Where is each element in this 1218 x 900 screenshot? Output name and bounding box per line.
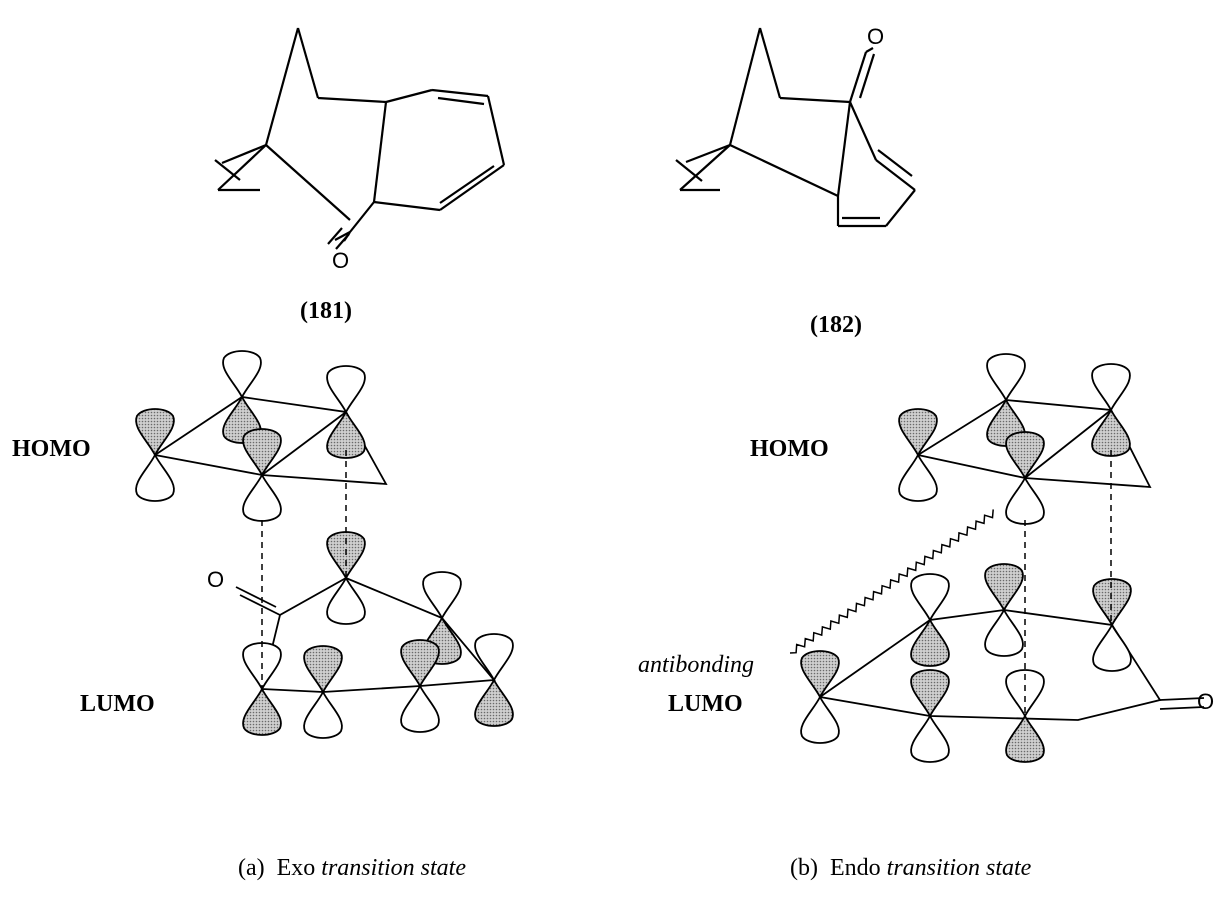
endo-lumo-c2-up-lobe <box>910 573 950 622</box>
exo-lumo-c3-up-lobe <box>474 633 514 682</box>
endo-lumo-c8-down-lobe <box>910 714 950 763</box>
exo-lumo-c7-down-lobe <box>303 690 343 739</box>
endo-caption: (b) Endo transition state <box>790 856 1031 880</box>
endo-lumo-c3-down-lobe <box>984 608 1024 657</box>
exo-homo-c4-up-lobe <box>326 365 366 414</box>
endo-overlap-lines <box>1024 450 1112 716</box>
exo-lumo-c6-down-lobe <box>400 684 440 733</box>
exo-homo-c3-up-lobe <box>242 428 282 477</box>
endo-lumo-c1-down-lobe <box>800 695 840 744</box>
exo-lumo-c2-up-lobe <box>422 571 462 620</box>
endo-orbital-lobes <box>800 353 1132 763</box>
endo-homo-c4-down-lobe <box>1091 408 1131 457</box>
exo-homo-c1-down-lobe <box>135 453 175 502</box>
endo-homo-frame <box>917 399 1152 489</box>
exo-homo-c2-up-lobe <box>222 350 262 399</box>
endo-caption-suffix: transition state <box>886 855 1032 881</box>
exo-lumo-c1-down-lobe <box>326 576 366 625</box>
exo-lumo-c7-up-lobe <box>303 645 343 694</box>
exo-lumo-frame <box>235 577 496 693</box>
compound-182-label: (182) <box>810 312 862 338</box>
exo-homo-frame <box>154 396 388 486</box>
endo-homo-c3-down-lobe <box>1005 476 1045 525</box>
exo-caption-suffix: transition state <box>321 855 466 881</box>
exo-lumo-c6-up-lobe <box>400 639 440 688</box>
exo-lumo-c3-down-lobe <box>474 678 514 727</box>
endo-oxygen: O <box>1197 689 1215 714</box>
endo-homo-c1-down-lobe <box>898 453 938 502</box>
endo-lumo-c3-up-lobe <box>984 563 1024 612</box>
exo-caption: (a) Exo transition state <box>238 856 466 880</box>
exo-lumo-label: LUMO <box>80 691 155 717</box>
antibonding-label: antibonding <box>638 652 755 678</box>
endo-homo-c4-up-lobe <box>1091 363 1131 412</box>
endo-lumo-c4-up-lobe <box>1092 578 1132 627</box>
endo-lumo-c7-down-lobe <box>1005 714 1045 763</box>
endo-homo-c1-up-lobe <box>898 408 938 457</box>
exo-caption-prefix: (a) Exo <box>238 855 316 881</box>
endo-lumo-c7-up-lobe <box>1005 669 1045 718</box>
endo-homo-label: HOMO <box>750 436 829 462</box>
endo-lumo-label: LUMO <box>668 691 743 717</box>
exo-lumo-c8-down-lobe <box>242 687 282 736</box>
compound-181-oxygen: O <box>332 248 350 273</box>
exo-homo-c1-up-lobe <box>135 408 175 457</box>
compound-182-oxygen: O <box>867 24 885 49</box>
compound-182-structure <box>675 27 916 228</box>
endo-caption-prefix: (b) Endo <box>790 855 881 881</box>
endo-lumo-c4-down-lobe <box>1092 623 1132 672</box>
exo-orbital-lobes <box>135 350 514 739</box>
endo-homo-c3-up-lobe <box>1005 431 1045 480</box>
exo-homo-label: HOMO <box>12 436 91 462</box>
exo-oxygen: O <box>207 567 225 592</box>
endo-lumo-c8-up-lobe <box>910 669 950 718</box>
compound-181-label: (181) <box>300 298 352 324</box>
endo-lumo-c2-down-lobe <box>910 618 950 667</box>
compound-181-structure <box>214 27 506 250</box>
endo-homo-c2-up-lobe <box>986 353 1026 402</box>
antibonding-wavy-line <box>789 509 994 654</box>
exo-homo-c4-down-lobe <box>326 410 366 459</box>
endo-lumo-frame <box>819 609 1205 721</box>
endo-lumo-c1-up-lobe <box>800 650 840 699</box>
exo-homo-c3-down-lobe <box>242 473 282 522</box>
